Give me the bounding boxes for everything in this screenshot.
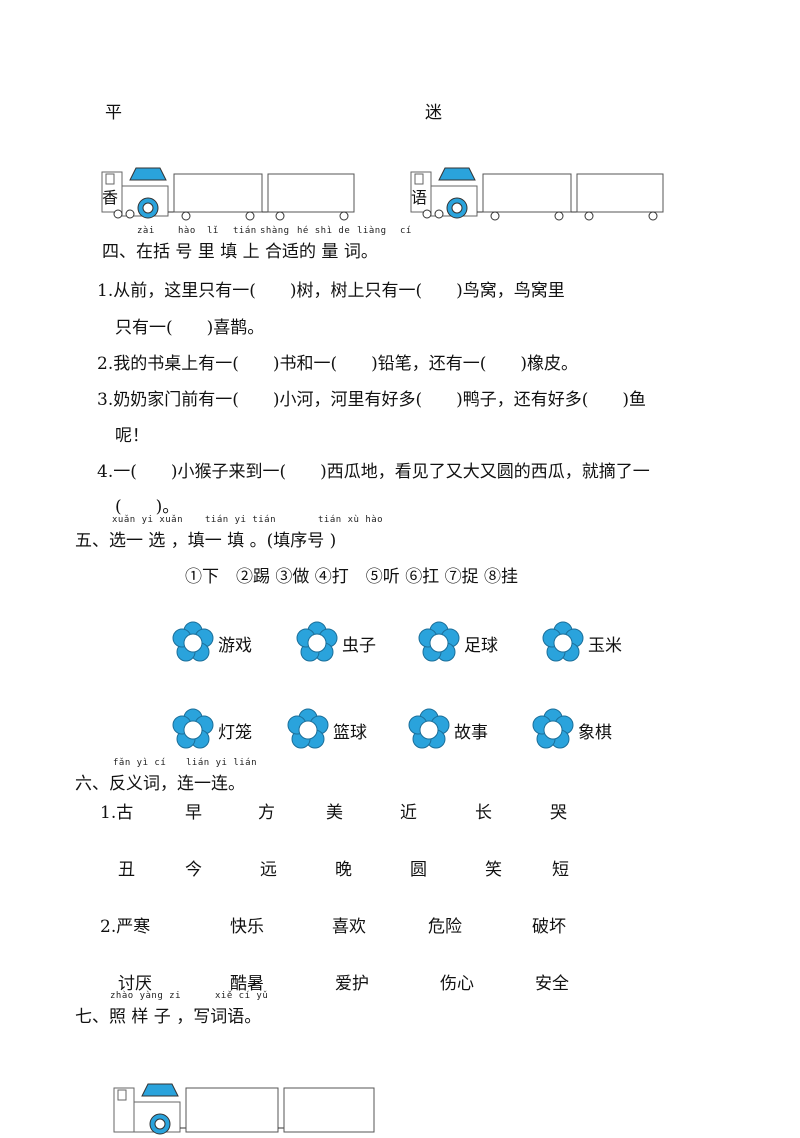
- flower-label: 象棋: [578, 722, 612, 743]
- question-line: ( )。: [115, 497, 180, 517]
- flower-icon: [296, 621, 338, 662]
- flower-icon: [172, 621, 214, 662]
- top-char-right: 迷: [425, 103, 442, 123]
- flower-item: 象棋: [530, 707, 612, 753]
- pinyin: zài: [137, 226, 155, 236]
- flower-icon: [172, 708, 214, 749]
- word-item: 伤心: [440, 974, 474, 994]
- section-title: 四、在括 号 里 填 上 合适的 量 词。: [102, 242, 378, 262]
- pinyin: fǎn yì cí: [113, 758, 167, 768]
- question-line: 3.奶奶家门前有一( )小河，河里有好多( )鸭子，还有好多( )鱼: [97, 390, 647, 410]
- top-char-left: 平: [105, 103, 122, 123]
- train-illustration: 语: [405, 162, 667, 222]
- flower-item: 足球: [416, 620, 498, 666]
- question-line: 只有一( )喜鹊。: [115, 318, 265, 338]
- word-item: 圆: [410, 860, 427, 880]
- section-title: 七、照 样 子 ，写词语。: [75, 1007, 262, 1027]
- flower-icon: [418, 621, 460, 662]
- options-list: ①下 ②踢 ③做 ④打 ⑤听 ⑥扛 ⑦捉 ⑧挂: [185, 567, 519, 587]
- word-item: 今: [185, 860, 202, 880]
- pinyin: liàng: [357, 226, 387, 236]
- word-item: 安全: [535, 974, 569, 994]
- word-item: 笑: [485, 860, 502, 880]
- word-item: 短: [552, 860, 569, 880]
- pinyin: hào: [178, 226, 196, 236]
- word-item: 近: [400, 803, 417, 823]
- flower-icon: [542, 621, 584, 662]
- pinyin: tián yi tián: [205, 515, 277, 525]
- word-item: 1.古: [100, 803, 134, 823]
- pinyin: xuǎn yi xuǎn: [112, 515, 184, 525]
- flower-item: 故事: [406, 707, 488, 753]
- question-line: 4.一( )小猴子来到一( )西瓜地，看见了又大又圆的西瓜，就摘了一: [97, 462, 650, 482]
- pinyin: hé shì de: [297, 226, 351, 236]
- section-title: 五、选一 选 ，填一 填 。(填序号 ): [75, 531, 337, 551]
- flower-label: 虫子: [342, 635, 376, 656]
- word-item: 快乐: [230, 917, 264, 937]
- pinyin: tián: [233, 226, 257, 236]
- flower-item: 篮球: [285, 707, 367, 753]
- flower-label: 足球: [464, 635, 498, 656]
- flower-icon: [408, 708, 450, 749]
- flower-item: 灯笼: [170, 707, 252, 753]
- pinyin: zhào yàng zi: [110, 991, 182, 1001]
- flower-item: 游戏: [170, 620, 252, 666]
- section-title: 六、反义词，连一连。: [75, 774, 245, 794]
- train-char: 香: [102, 188, 119, 207]
- flower-label: 游戏: [218, 635, 252, 656]
- pinyin: cí: [400, 226, 412, 236]
- word-item: 早: [185, 803, 202, 823]
- word-item: 讨厌: [118, 974, 152, 994]
- train-illustration: [108, 1078, 378, 1135]
- pinyin: xiě cí yǔ: [215, 991, 269, 1001]
- pinyin: tián xù hào: [318, 515, 384, 525]
- word-item: 破坏: [532, 917, 566, 937]
- word-item: 丑: [118, 860, 135, 880]
- train-char: 语: [411, 188, 428, 207]
- word-item: 晚: [335, 860, 352, 880]
- train-graphic: [410, 167, 664, 221]
- word-item: 哭: [550, 803, 567, 823]
- flower-label: 故事: [454, 722, 488, 743]
- word-item: 方: [258, 803, 275, 823]
- pinyin: lián yi lián: [186, 758, 258, 768]
- flower-label: 玉米: [588, 635, 622, 656]
- train-graphic: [101, 167, 355, 221]
- train-graphic: [113, 1083, 375, 1135]
- pinyin: shàng: [260, 226, 290, 236]
- word-item: 酷暑: [230, 974, 264, 994]
- word-item: 长: [475, 803, 492, 823]
- word-item: 危险: [428, 917, 462, 937]
- flower-item: 虫子: [294, 620, 376, 666]
- pinyin: lǐ: [207, 226, 219, 236]
- flower-icon: [287, 708, 329, 749]
- flower-item: 玉米: [540, 620, 622, 666]
- word-item: 喜欢: [332, 917, 366, 937]
- word-item: 远: [260, 860, 277, 880]
- flower-icon: [532, 708, 574, 749]
- question-line: 呢！: [115, 426, 149, 446]
- word-item: 2.严寒: [100, 917, 151, 937]
- question-line: 1.从前，这里只有一( )树，树上只有一( )鸟窝，鸟窝里: [97, 281, 565, 301]
- word-item: 美: [326, 803, 343, 823]
- flower-label: 灯笼: [218, 722, 252, 743]
- question-line: 2.我的书桌上有一( )书和一( )铅笔，还有一( )橡皮。: [97, 354, 579, 374]
- train-illustration: 香: [96, 162, 358, 222]
- word-item: 爱护: [335, 974, 369, 994]
- flower-label: 篮球: [333, 722, 367, 743]
